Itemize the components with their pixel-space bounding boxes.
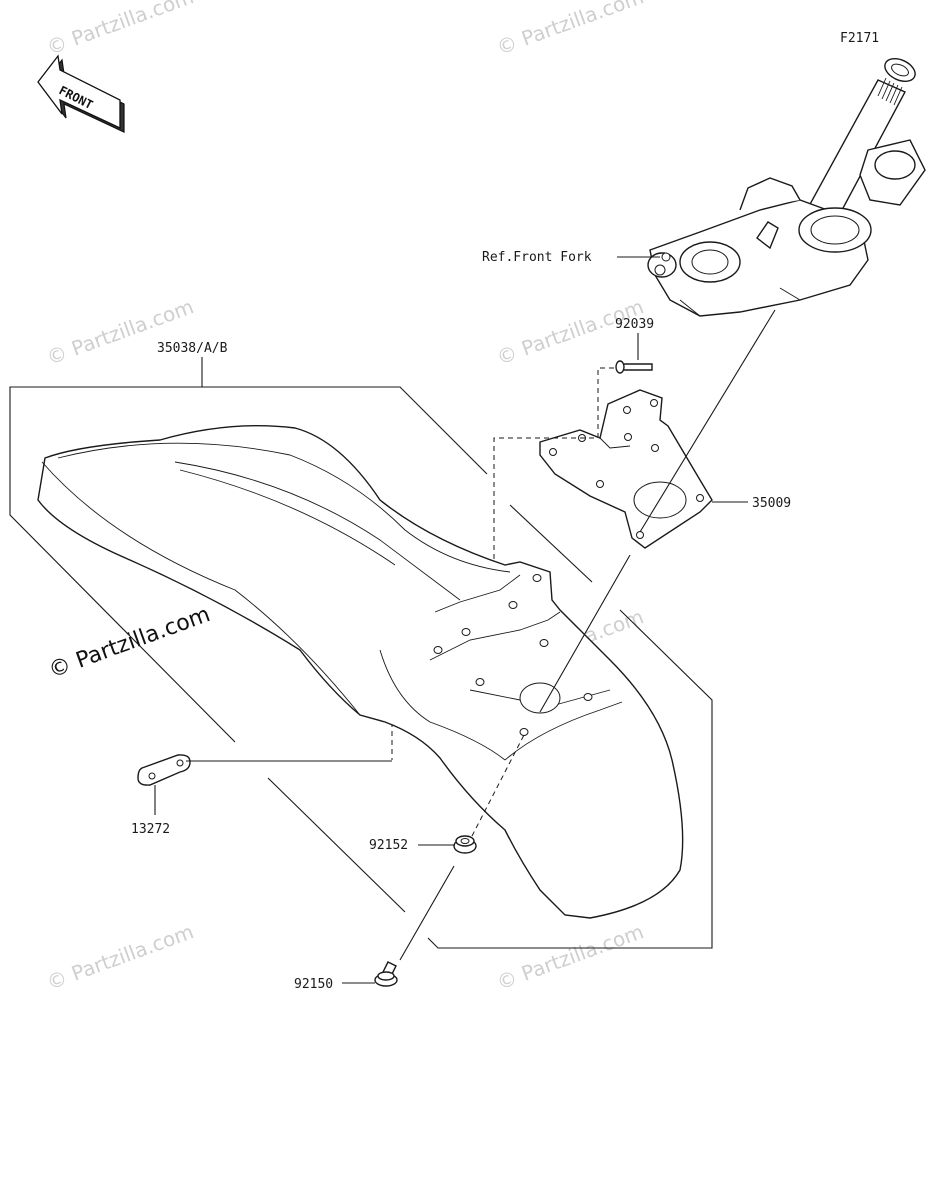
- label-92039: 92039: [615, 317, 654, 332]
- label-92152: 92152: [369, 838, 408, 853]
- watermark: © Partzilla.com: [494, 919, 647, 994]
- plate-13272: [137, 754, 191, 786]
- bracket-35009: [539, 389, 713, 549]
- front-fender-35038: [37, 425, 684, 919]
- watermark: © Partzilla.com: [44, 0, 197, 60]
- watermark-dark: © Partzilla.com: [46, 602, 214, 684]
- front-arrow-icon: FRONT: [37, 54, 125, 133]
- front-fork-stem: [647, 57, 926, 317]
- rivet-92039: [615, 360, 653, 374]
- bolt-92150: [374, 961, 398, 987]
- watermark: © Partzilla.com: [494, 294, 647, 369]
- ref-front-fork-label: Ref.Front Fork: [482, 250, 592, 265]
- nut-92152: [453, 835, 477, 854]
- figure-code: F2171: [840, 31, 879, 46]
- label-92150: 92150: [294, 977, 333, 992]
- label-35009: 35009: [752, 496, 791, 511]
- watermark: © Partzilla.com: [44, 919, 197, 994]
- label-35038-a-b: 35038/A/B: [157, 341, 228, 356]
- label-13272: 13272: [131, 822, 170, 837]
- watermark: © Partzilla.com: [44, 294, 197, 369]
- watermark: © Partzilla.com: [494, 0, 647, 60]
